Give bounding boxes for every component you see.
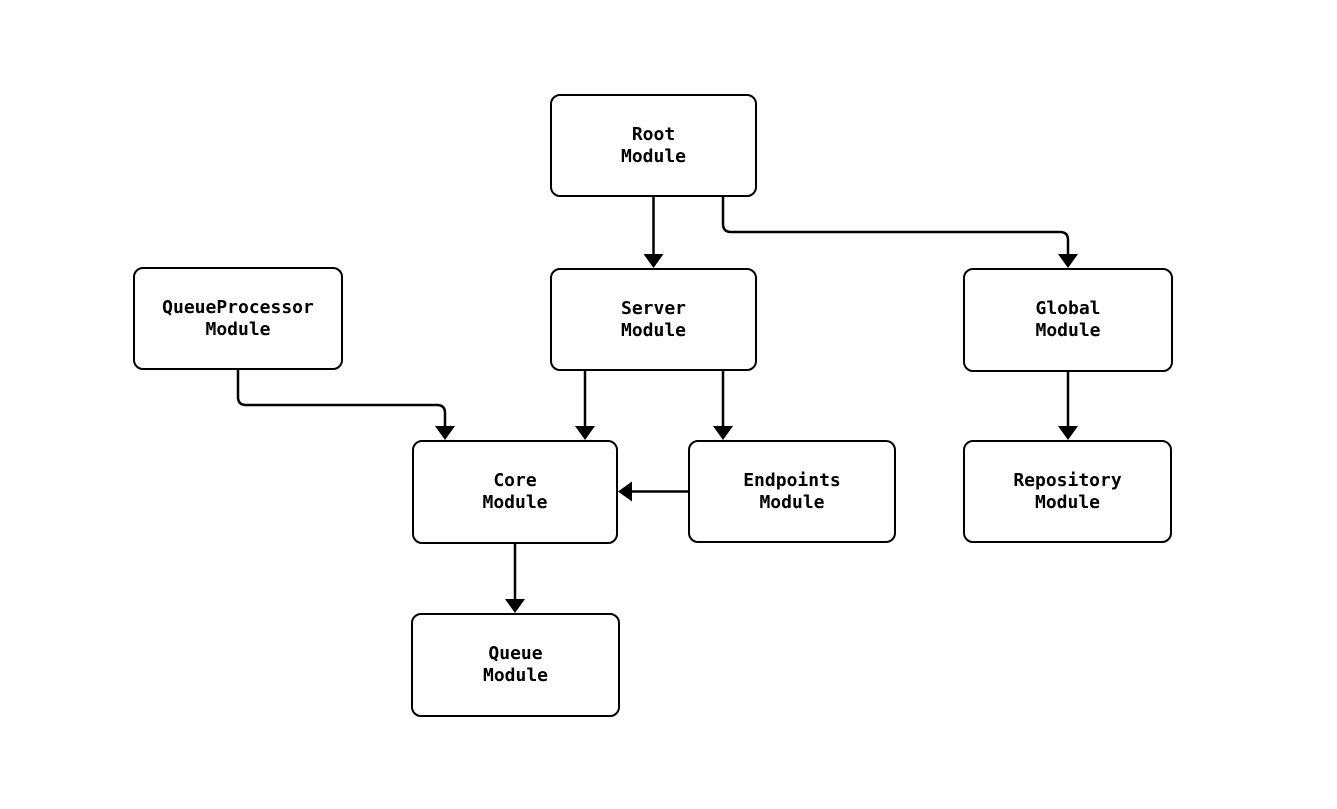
edge-root-to-global <box>721 197 1078 268</box>
edge-queueprocessor-to-core <box>236 370 455 440</box>
node-queueprocessor-module: QueueProcessor Module <box>133 267 343 370</box>
node-server-module: Server Module <box>550 268 757 371</box>
node-core-module-label: Core Module <box>482 470 548 513</box>
edge-core-to-queue <box>505 544 525 613</box>
node-global-module-label: Global Module <box>1035 298 1101 341</box>
node-repository-module: Repository Module <box>963 440 1172 543</box>
edge-global-to-repository <box>1058 372 1078 440</box>
edge-server-to-endpoints <box>713 371 733 440</box>
edge-root-to-server <box>643 197 664 268</box>
node-global-module: Global Module <box>963 268 1173 372</box>
node-queue-module: Queue Module <box>411 613 620 717</box>
node-queue-module-label: Queue Module <box>482 643 549 686</box>
edge-server-to-core <box>575 371 595 440</box>
node-server-module-label: Server Module <box>620 297 687 341</box>
node-root-module-label: Root Module <box>620 123 687 167</box>
node-queueprocessor-module-label: QueueProcessor Module <box>162 296 314 340</box>
node-root-module: Root Module <box>550 94 757 197</box>
node-repository-module-label: Repository Module <box>1013 469 1122 513</box>
node-core-module: Core Module <box>412 440 618 544</box>
edge-endpoints-to-core <box>618 481 688 502</box>
node-endpoints-module: Endpoints Module <box>688 440 896 543</box>
node-endpoints-module-label: Endpoints Module <box>743 469 841 513</box>
